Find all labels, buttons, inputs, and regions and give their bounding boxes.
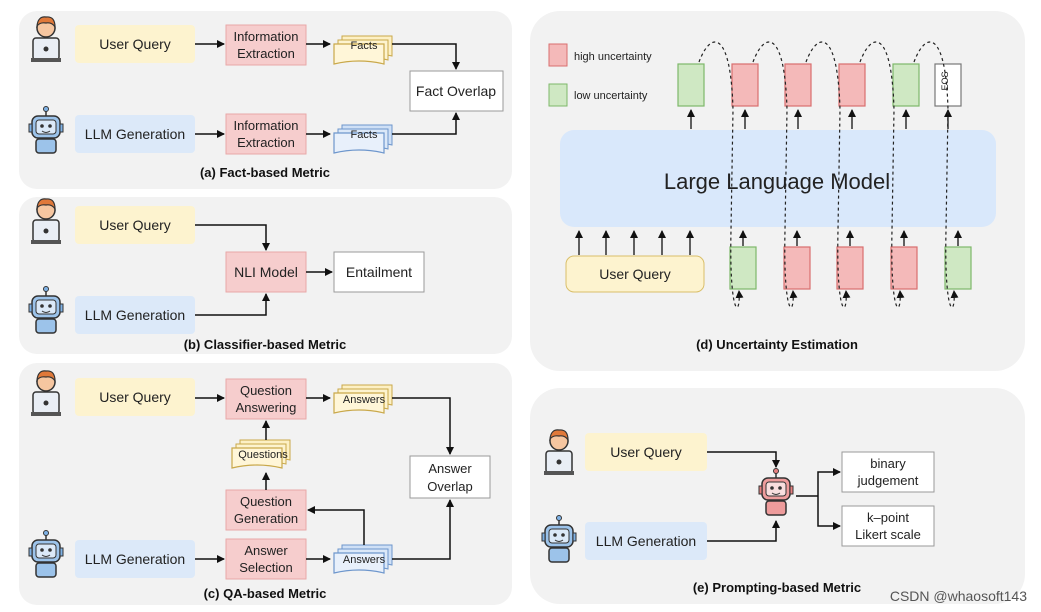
info-extraction-top-line2: Extraction bbox=[237, 46, 295, 61]
input-token-high bbox=[783, 246, 811, 290]
qa-line1: Question bbox=[240, 383, 292, 398]
qa-line2: Answering bbox=[236, 400, 297, 415]
eos-label: EOS bbox=[940, 71, 950, 90]
llm-label: Large Language Model bbox=[664, 169, 890, 194]
user-query-box bbox=[585, 433, 707, 471]
fact-overlap-label: Fact Overlap bbox=[416, 83, 496, 99]
llm-generation-label: LLM Generation bbox=[85, 307, 185, 323]
panel-d-caption: (d) Uncertainty Estimation bbox=[696, 337, 858, 352]
answers-label-bottom: Answers bbox=[343, 554, 386, 566]
panel-c-caption: (c) QA-based Metric bbox=[204, 586, 327, 601]
input-token-low bbox=[729, 246, 757, 290]
likert-scale-box bbox=[841, 505, 935, 547]
overlap-line2: Overlap bbox=[427, 479, 473, 494]
llm-generation-box bbox=[75, 296, 195, 334]
panel-classifier-based-metric: User Query LLM Generation NLI Model Enta… bbox=[19, 197, 512, 354]
facts-label-bottom: Facts bbox=[351, 129, 378, 141]
user-query-label: User Query bbox=[99, 389, 171, 405]
eos-token bbox=[934, 63, 962, 107]
token-sequence: EOS bbox=[677, 41, 972, 308]
user-query-box bbox=[75, 378, 195, 416]
info-extraction-box-bottom bbox=[225, 113, 307, 155]
legend-low-label: low uncertainty bbox=[574, 90, 648, 102]
legend-high-label: high uncertainty bbox=[574, 51, 652, 63]
panel-b-caption: (b) Classifier-based Metric bbox=[184, 337, 347, 352]
input-token-high bbox=[836, 246, 864, 290]
input-token-high bbox=[890, 246, 918, 290]
question-answering-box bbox=[225, 378, 307, 420]
legend-high-swatch bbox=[548, 43, 568, 67]
panel-qa-based-metric: User Query LLM Generation Question Answe… bbox=[19, 363, 512, 605]
out2-line1: k–point bbox=[867, 510, 909, 525]
info-extraction-box-top bbox=[225, 24, 307, 66]
overlap-line1: Answer bbox=[428, 461, 472, 476]
user-query-label: User Query bbox=[610, 444, 682, 460]
panel-e-caption: (e) Prompting-based Metric bbox=[693, 580, 861, 595]
output-token-high bbox=[731, 63, 759, 107]
user-query-label: User Query bbox=[99, 36, 171, 52]
llm-generation-label: LLM Generation bbox=[85, 551, 185, 567]
panel-fact-based-metric: User Query LLM Generation Information Ex… bbox=[19, 11, 512, 189]
out1-line1: binary bbox=[870, 456, 906, 471]
out1-line2: judgement bbox=[857, 473, 919, 488]
answers-label-top: Answers bbox=[343, 394, 386, 406]
user-query-input-label: User Query bbox=[599, 266, 671, 282]
output-token-low bbox=[677, 63, 705, 107]
llm-generation-box bbox=[585, 522, 707, 560]
questions-label: Questions bbox=[238, 449, 288, 461]
info-extraction-top-line1: Information bbox=[233, 29, 298, 44]
answer-overlap-box bbox=[409, 455, 491, 499]
answer-selection-box bbox=[225, 538, 307, 580]
out2-line2: Likert scale bbox=[855, 527, 921, 542]
user-query-box bbox=[75, 25, 195, 63]
info-extraction-bottom-line2: Extraction bbox=[237, 135, 295, 150]
watermark-text: CSDN @whaosoft143 bbox=[889, 588, 1027, 604]
panel-prompting-based-metric: User Query LLM Generation binary judgeme… bbox=[530, 388, 1025, 604]
output-token-low bbox=[892, 63, 920, 107]
binary-judgement-box bbox=[841, 451, 935, 493]
qg-line2: Generation bbox=[234, 511, 298, 526]
llm-generation-label: LLM Generation bbox=[85, 126, 185, 142]
legend-low-swatch bbox=[548, 83, 568, 107]
entailment-box bbox=[333, 251, 425, 293]
fact-overlap-box bbox=[409, 70, 504, 112]
user-query-box bbox=[75, 206, 195, 244]
as-line2: Selection bbox=[239, 560, 292, 575]
user-query-input-box bbox=[565, 255, 705, 293]
llm-box bbox=[560, 130, 996, 227]
entailment-label: Entailment bbox=[346, 264, 412, 280]
output-token-high bbox=[838, 63, 866, 107]
facts-label-top: Facts bbox=[351, 40, 378, 52]
output-token-high bbox=[784, 63, 812, 107]
input-token-low bbox=[944, 246, 972, 290]
question-generation-box bbox=[225, 489, 307, 531]
llm-generation-box bbox=[75, 115, 195, 153]
panel-a-caption: (a) Fact-based Metric bbox=[200, 165, 330, 180]
panel-uncertainty-estimation: high uncertainty low uncertainty Large L… bbox=[530, 11, 1025, 371]
info-extraction-bottom-line1: Information bbox=[233, 118, 298, 133]
llm-generation-label: LLM Generation bbox=[596, 533, 696, 549]
user-query-label: User Query bbox=[99, 217, 171, 233]
nli-model-label: NLI Model bbox=[234, 264, 298, 280]
llm-generation-box bbox=[75, 540, 195, 578]
qg-line1: Question bbox=[240, 494, 292, 509]
as-line1: Answer bbox=[244, 543, 288, 558]
